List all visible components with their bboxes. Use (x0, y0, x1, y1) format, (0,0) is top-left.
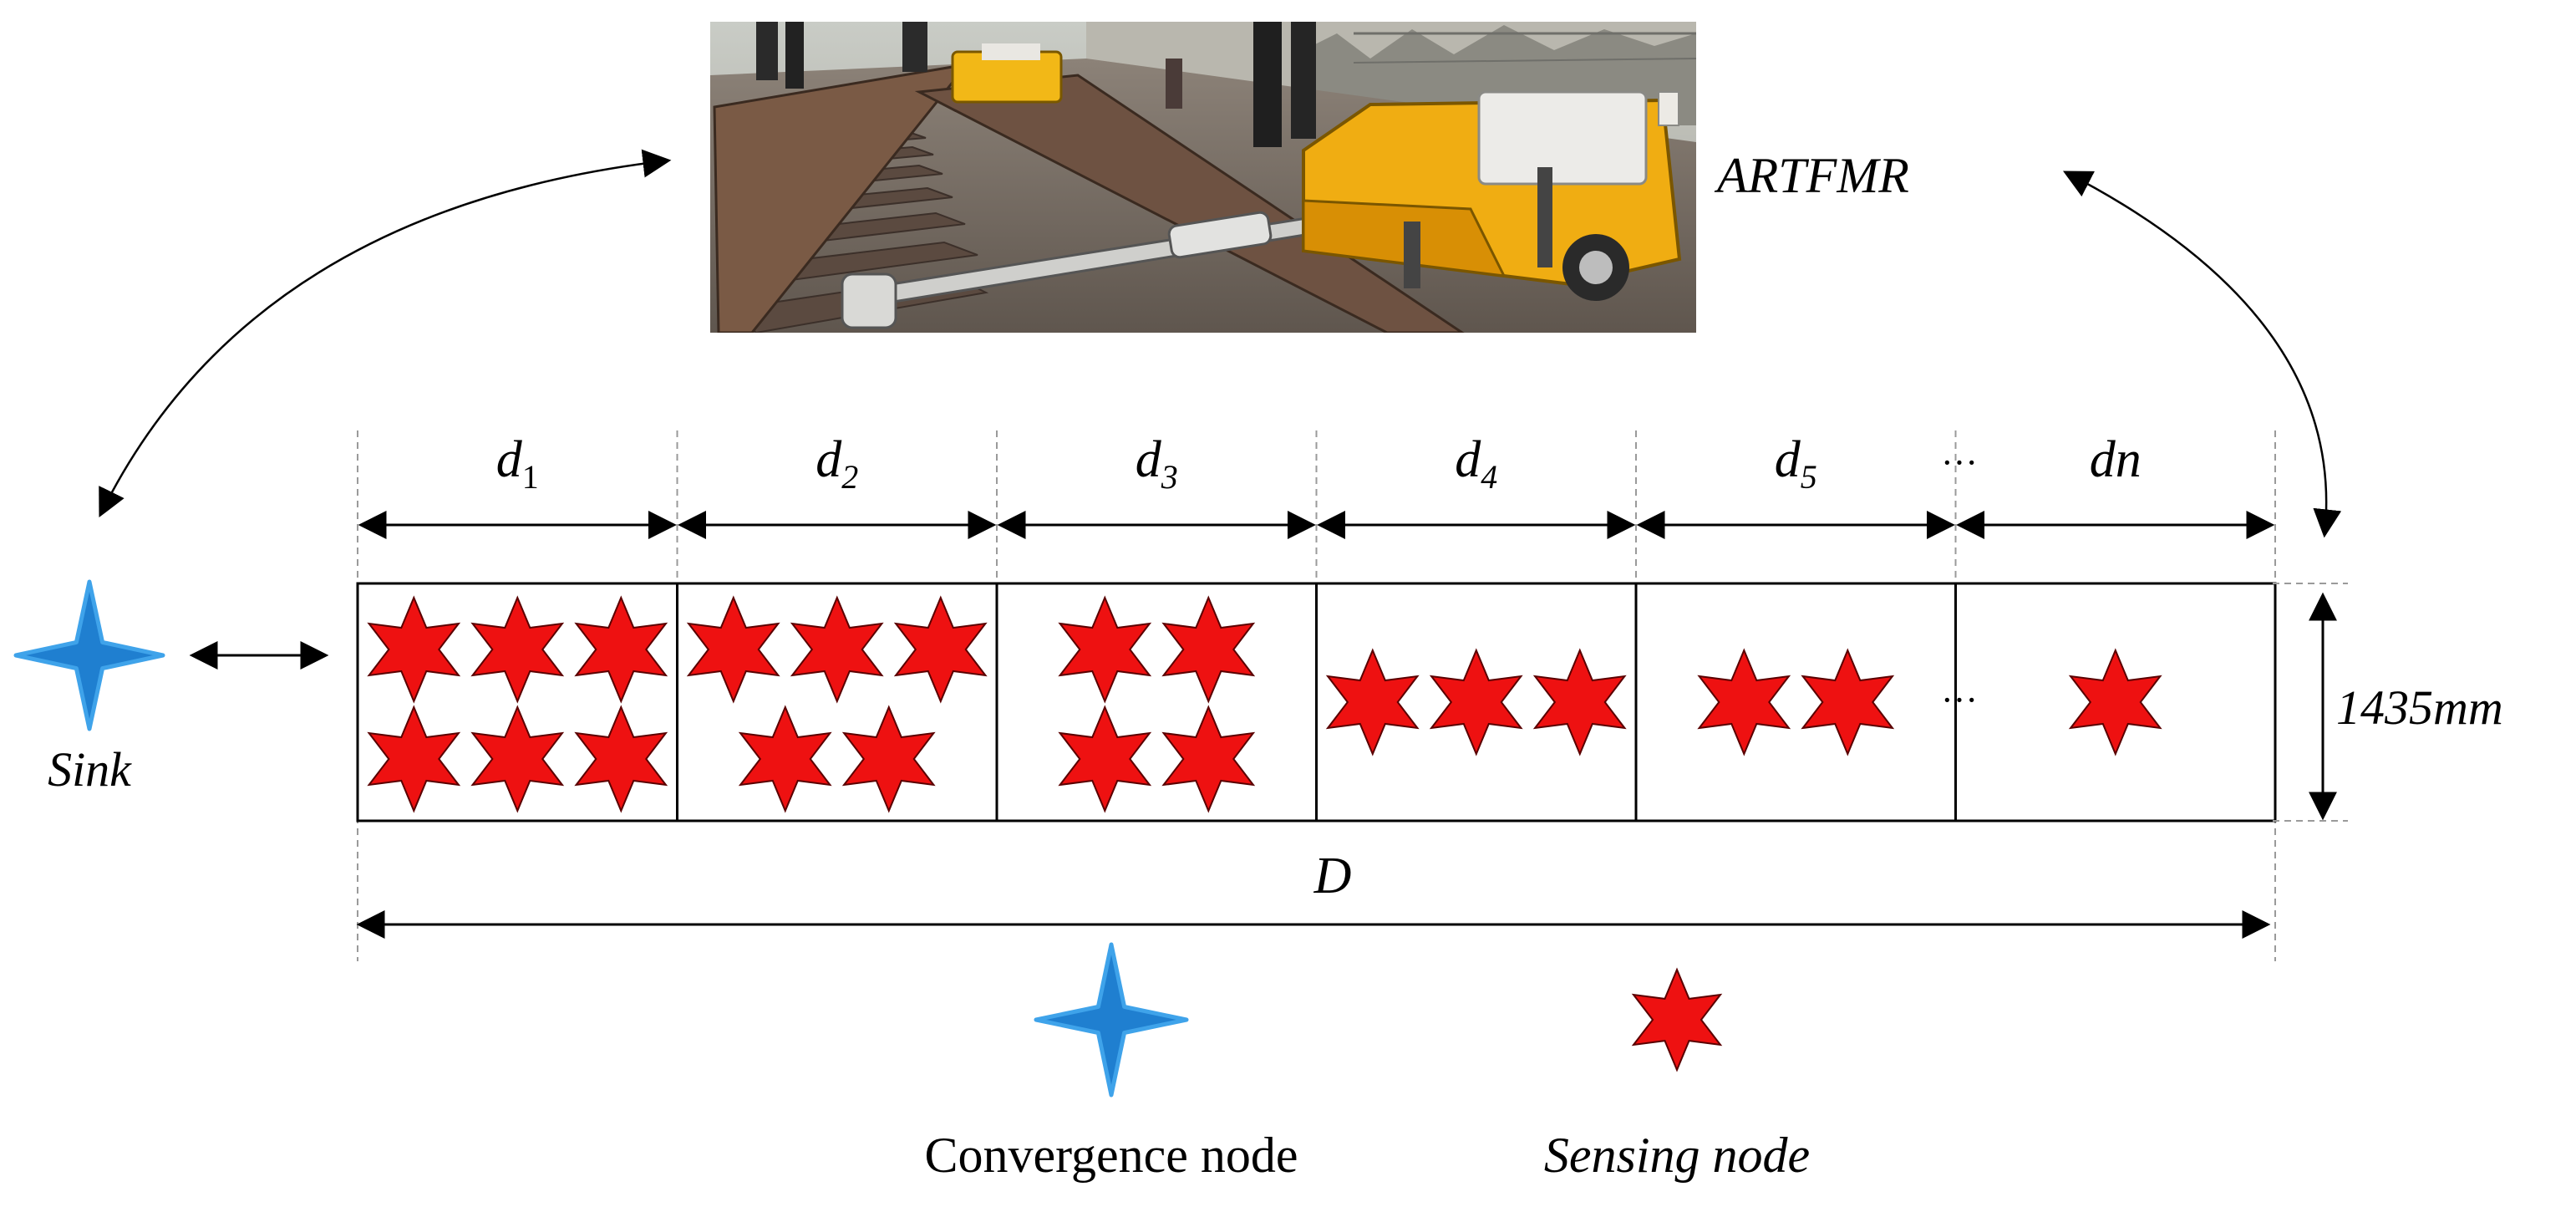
sensing-node-star (841, 705, 936, 813)
sensing-node-star (2068, 648, 2162, 756)
track-segments (356, 582, 2277, 822)
sensing-node-star (686, 595, 780, 704)
curved-arrow-photo-to-end (2062, 171, 2342, 538)
sensing-node-star (367, 595, 461, 704)
sensing-node-star (1801, 648, 1895, 756)
sensing-node-star (367, 705, 461, 813)
sensing-node-star (1058, 705, 1152, 813)
sensing-node-star (470, 705, 565, 813)
sensing-node-star (738, 705, 832, 813)
sensing-node-star (1058, 595, 1152, 704)
sensing-node-legend-label: Sensing node (1544, 1128, 1810, 1183)
ellipsis-middle: ··· (1941, 680, 1978, 721)
extension-lines (357, 430, 2276, 961)
sensing-node-star (574, 705, 668, 813)
total-length-label: D (1313, 848, 1352, 904)
ellipsis-top: ··· (1941, 442, 1978, 483)
segment-labels: d1 d2 d3 d4 d5 dn (496, 431, 2142, 496)
sensing-node-star (574, 595, 668, 704)
sensing-node-star (1532, 648, 1627, 756)
sink-node (13, 579, 165, 731)
sensing-node-star (1325, 648, 1420, 756)
artfmr-photo (710, 22, 1696, 333)
sensing-node-star (1161, 705, 1256, 813)
segment-label: d4 (1455, 431, 1497, 496)
segment-label: d1 (496, 431, 539, 496)
curved-arrow-sink-to-photo (99, 149, 672, 518)
sensing-node-star (1161, 595, 1256, 704)
convergence-node-legend-icon (1034, 942, 1189, 1098)
sensing-node-star (893, 595, 988, 704)
segment-label: d3 (1136, 431, 1178, 496)
track-width-label: 1435mm (2336, 680, 2503, 735)
sensing-nodes (367, 595, 2162, 813)
track-segment-box (1634, 582, 1957, 822)
sink-label: Sink (48, 742, 132, 797)
sensing-node-star (1429, 648, 1523, 756)
sensing-node-star (1697, 648, 1791, 756)
convergence-node-legend-label: Convergence node (924, 1128, 1298, 1183)
sensing-node-legend-icon (1631, 967, 1723, 1072)
segment-label: d2 (815, 431, 858, 496)
sensing-node-star (790, 595, 884, 704)
sensing-node-star (470, 595, 565, 704)
artfmr-label: ARTFMR (1714, 148, 1909, 203)
segment-label: d5 (1775, 431, 1817, 496)
track-segment-box (995, 582, 1318, 822)
segment-label: dn (2090, 431, 2142, 488)
